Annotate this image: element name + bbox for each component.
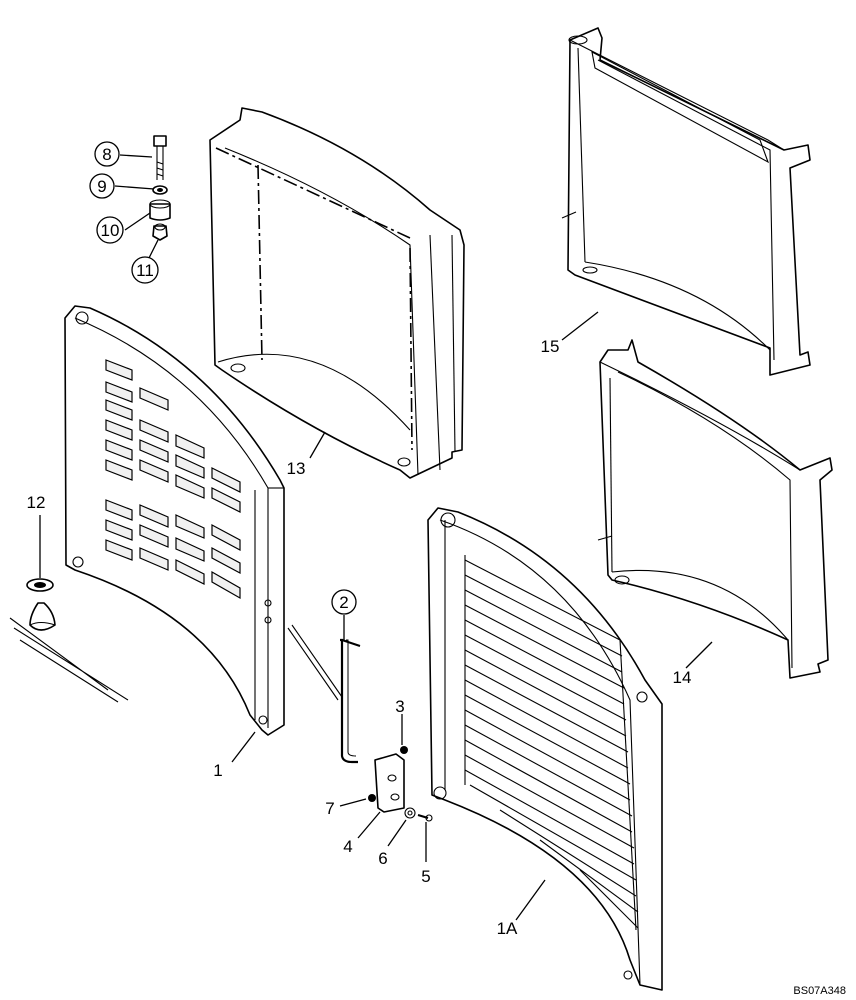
drawing-code: BS07A348 [793,985,846,997]
part-13-shroud [209,107,465,479]
radiator-fins [464,559,639,929]
circled-callout-11: 11 [131,256,159,284]
svg-text:11: 11 [136,261,154,280]
circled-callout-8: 8 [94,141,120,167]
callout-15: 15 [541,337,560,356]
part-12-grommet [26,578,54,592]
circled-callout-9: 9 [89,173,115,199]
part-1a-radiator [427,507,663,991]
callout-6: 6 [378,849,387,868]
callout-7: 7 [325,799,334,818]
part-7-nut [368,794,376,802]
part-15-frame [561,27,811,376]
callout-5: 5 [421,867,430,886]
part-9-washer [152,185,168,195]
callout-14: 14 [673,668,692,687]
part-8-bolt [153,135,167,180]
callout-1: 1 [213,761,222,780]
part-10-spacer [149,199,171,221]
circled-callout-10: 10 [96,216,124,244]
part-4-bracket [374,753,405,813]
svg-text:10: 10 [101,221,120,240]
part-5-bolt [417,813,433,822]
grille-slots [105,359,241,600]
svg-text:8: 8 [102,145,111,164]
part-1-grille [64,305,285,736]
callout-3: 3 [395,697,404,716]
callout-13: 13 [287,459,306,478]
svg-text:2: 2 [339,593,348,612]
circled-callout-2: 2 [331,589,357,615]
callout-12: 12 [27,493,46,512]
callout-4: 4 [343,837,352,856]
svg-text:9: 9 [97,177,106,196]
leader-lines [39,154,713,921]
part-11-nut [152,223,168,241]
callout-1a: 1A [497,919,518,938]
mount-cone [9,602,129,703]
part-14-frame [597,339,833,679]
part-3-nut [400,746,408,754]
part-2-rod [340,638,361,764]
part-6-washer [404,807,416,819]
